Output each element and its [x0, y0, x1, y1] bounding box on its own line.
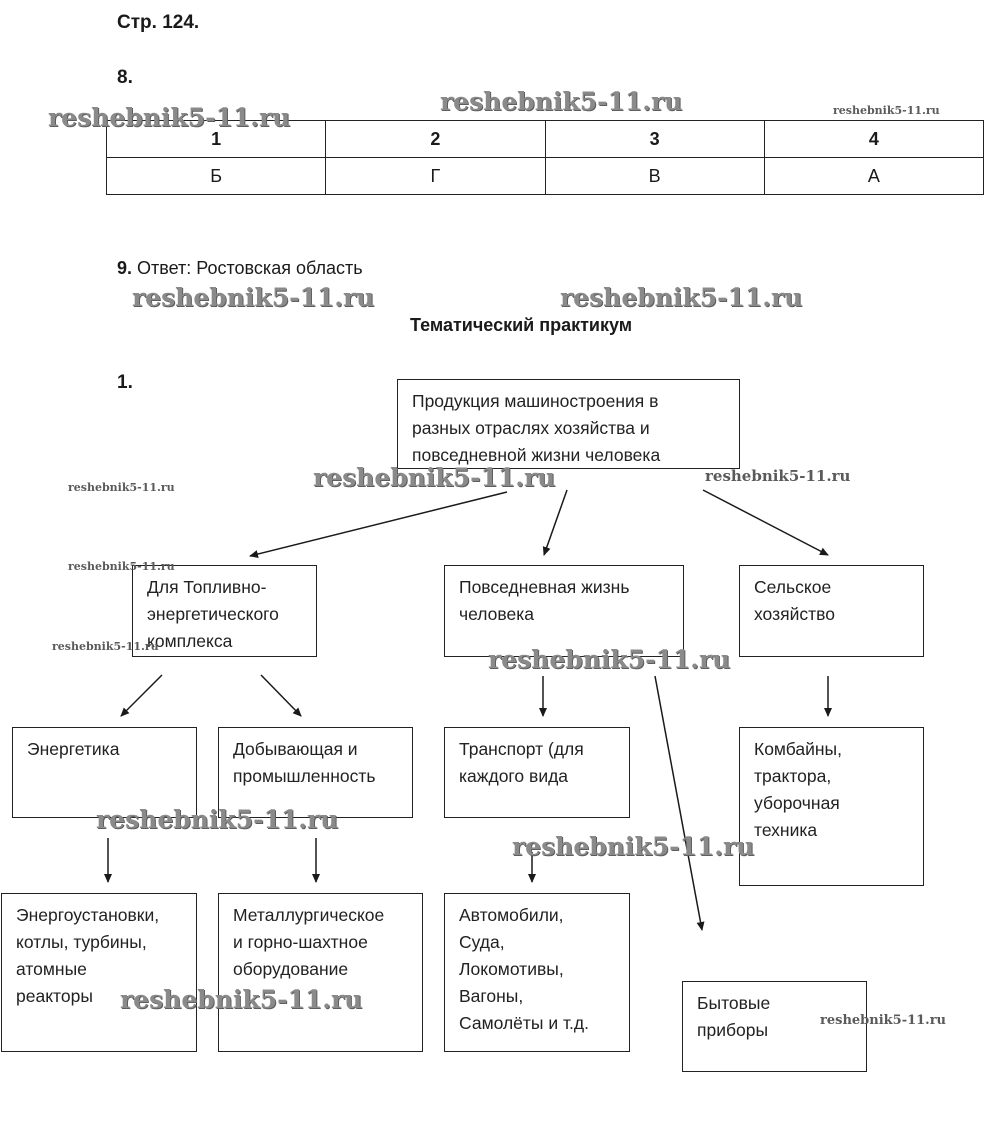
- task-9-line: 9. Ответ: Ростовская область: [117, 258, 363, 279]
- watermark: reshebnik5-11.ru: [68, 481, 175, 494]
- page-label: Стр. 124.: [117, 12, 200, 33]
- task-9-answer: Ответ: Ростовская область: [132, 258, 363, 278]
- watermark: reshebnik5-11.ru: [705, 467, 851, 485]
- table-cell: В: [544, 157, 765, 195]
- task-8-number: 8.: [117, 67, 133, 88]
- diagram-fuel-energy-box: Для Топливно- энергетического комплекса: [132, 565, 317, 657]
- table-header-cell: 3: [544, 120, 765, 158]
- diagram-agriculture-box: Сельское хозяйство: [739, 565, 924, 657]
- diagram-mining-industry-box: Добывающая и промышленность: [218, 727, 413, 818]
- diagram-root-box: Продукция машиностроения в разных отрасл…: [397, 379, 740, 469]
- arrow-root-to-agriculture: [702, 489, 829, 556]
- table-row: Б Г В А: [105, 157, 985, 195]
- table-cell: А: [763, 157, 985, 195]
- diagram-agri-machinery-box: Комбайны, трактора, уборочная техника: [739, 727, 924, 886]
- answer-table: 1 2 3 4 Б Г В А: [105, 120, 985, 195]
- table-header-cell: 2: [325, 120, 546, 158]
- arrow-everyday-to-household: [654, 675, 705, 931]
- table-cell: Б: [105, 157, 327, 195]
- arrow-fuel-to-energy: [120, 674, 163, 717]
- table-header-cell: 1: [105, 120, 327, 158]
- arrow-fuel-to-mining: [260, 674, 302, 717]
- diagram-power-equipment-box: Энергоустановки, котлы, турбины, атомные…: [1, 893, 197, 1052]
- watermark: reshebnik5-11.ru: [440, 87, 683, 116]
- diagram-vehicles-box: Автомобили, Суда, Локомотивы, Вагоны, Са…: [444, 893, 630, 1052]
- task-9-number: 9.: [117, 258, 133, 278]
- watermark: reshebnik5-11.ru: [512, 832, 755, 861]
- task-1-number: 1.: [117, 372, 133, 393]
- diagram-metallurgy-equipment-box: Металлургическое и горно-шахтное оборудо…: [218, 893, 423, 1052]
- diagram-everyday-life-box: Повседневная жизнь человека: [444, 565, 684, 657]
- watermark: reshebnik5-11.ru: [132, 283, 375, 312]
- table-cell: Г: [325, 157, 546, 195]
- arrow-root-to-fuel-energy: [249, 491, 508, 558]
- diagram-household-appliances-box: Бытовые приборы: [682, 981, 867, 1072]
- arrow-root-to-everyday-life: [542, 489, 568, 556]
- diagram-energy-box: Энергетика: [12, 727, 197, 818]
- watermark: reshebnik5-11.ru: [560, 283, 803, 312]
- table-header-cell: 4: [763, 120, 985, 158]
- section-title: Тематический практикум: [410, 315, 633, 335]
- diagram-transport-box: Транспорт (для каждого вида: [444, 727, 630, 818]
- table-header-row: 1 2 3 4: [105, 120, 985, 158]
- watermark: reshebnik5-11.ru: [833, 104, 940, 117]
